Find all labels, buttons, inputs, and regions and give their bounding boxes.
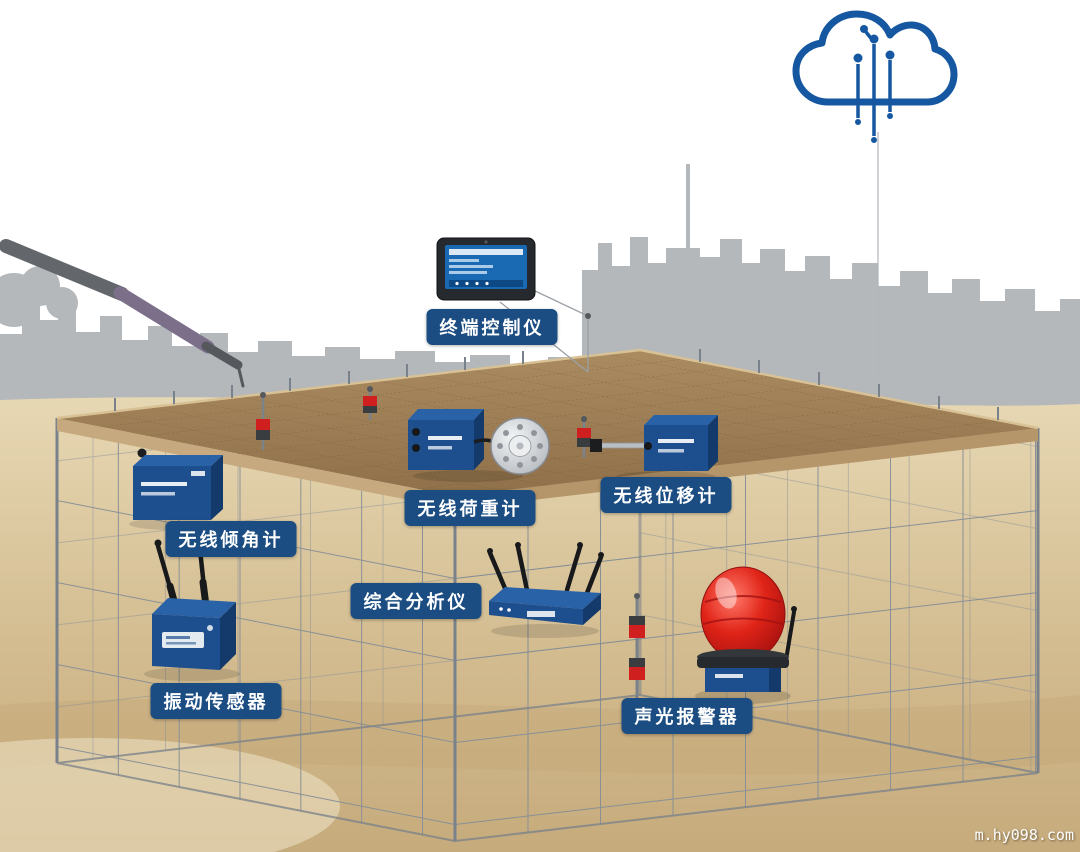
cloud-iot-icon: [792, 10, 958, 143]
cloud-circuit-nodes: [853, 25, 895, 143]
tablet-terminal-icon: [436, 237, 536, 301]
label-sound-light-alarm: 声光报警器: [621, 698, 753, 734]
label-vibration-sensor: 振动传感器: [150, 683, 282, 719]
watermark: m.hy098.com: [974, 826, 1074, 844]
label-integrated-analyzer: 综合分析仪: [350, 583, 482, 619]
alarm-pole-sensor: [629, 593, 645, 708]
analyzer-router-icon: [487, 542, 604, 638]
label-wireless-inclinometer: 无线倾角计: [165, 521, 297, 557]
alarm-dome: [700, 566, 786, 662]
crane-silhouette: [0, 239, 245, 388]
deck-edge-left: [57, 418, 455, 509]
load-cell-icon: [408, 409, 550, 482]
scaffold-front-left-face: [57, 418, 455, 841]
vibration-sensor-icon: [144, 533, 240, 681]
displacement-rod: [597, 442, 647, 449]
sensor-node: [577, 416, 591, 458]
load-cell-flange: [490, 417, 550, 475]
deck-edge-posts: [114, 349, 999, 420]
alarm-beacon-icon: [695, 566, 797, 704]
deck-grid: [57, 350, 1038, 496]
tree-silhouette: [46, 287, 78, 319]
analyzer-antennas: [487, 544, 604, 596]
cloud-outline: [792, 10, 958, 106]
label-wireless-displacement: 无线位移计: [600, 477, 732, 513]
sensor-node: [256, 392, 270, 450]
label-terminal-control: 终端控制仪: [426, 309, 558, 345]
sensor-node: [363, 386, 377, 420]
antenna-tower-silhouette: [686, 164, 690, 248]
city-skyline: [0, 164, 1080, 424]
deck-sensor-nodes: [256, 386, 645, 708]
inclinometer-icon: [129, 448, 223, 530]
label-wireless-load-cell: 无线荷重计: [404, 490, 536, 526]
